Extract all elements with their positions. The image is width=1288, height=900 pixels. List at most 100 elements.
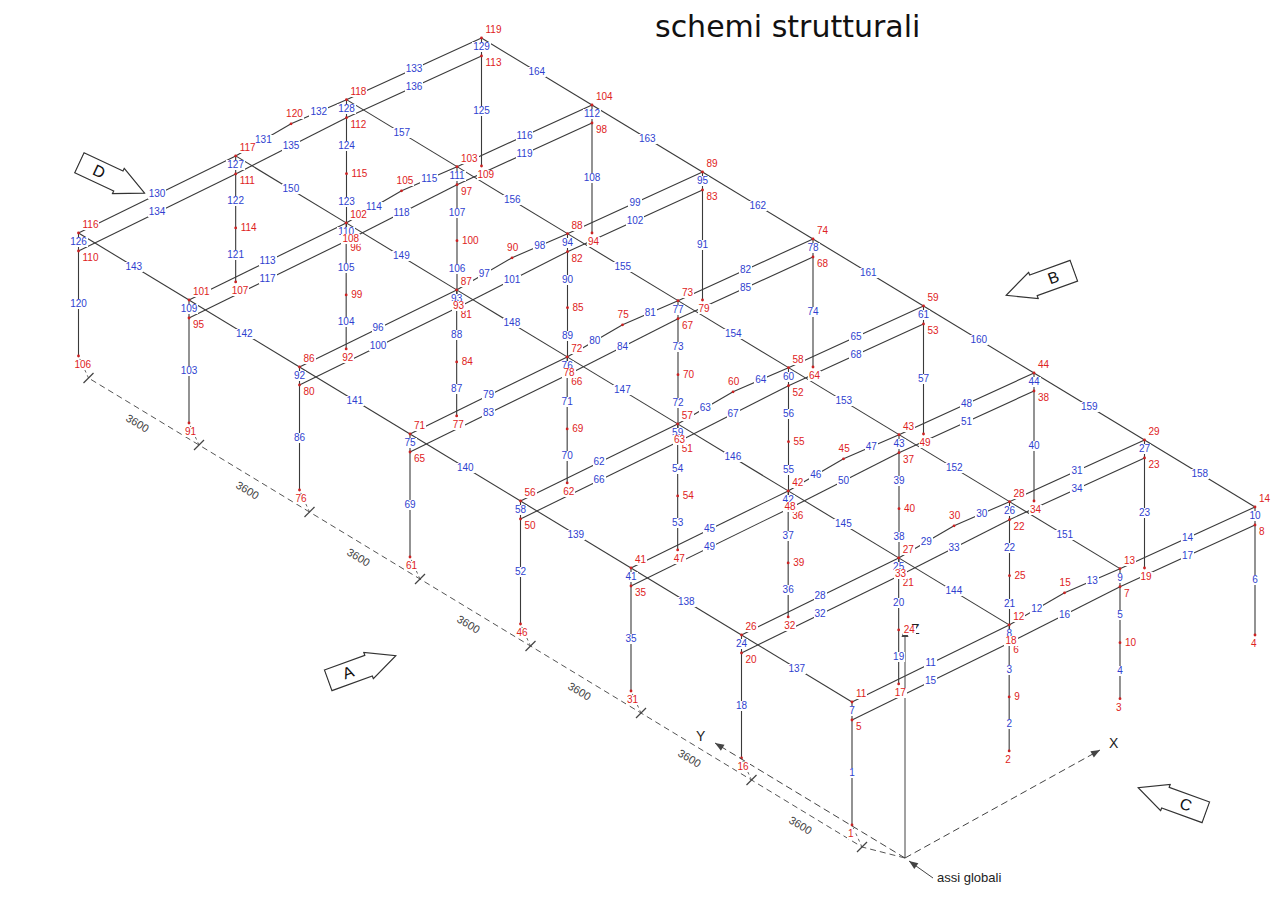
view-letter: B: [1030, 260, 1078, 295]
node-number: 119: [485, 25, 503, 35]
node-number: 9: [1013, 692, 1021, 702]
frame-member: [567, 325, 622, 357]
element-number: 157: [392, 128, 411, 138]
node-number: 47: [673, 554, 686, 564]
element-number: 107: [448, 208, 467, 218]
dimension-label: 3600: [454, 613, 482, 636]
element-number: 98: [533, 241, 546, 251]
dimension-line: [89, 378, 906, 858]
node-number: 66: [570, 377, 583, 387]
joint-dot: [188, 299, 191, 302]
y-axis: [715, 743, 905, 858]
node-number: 23: [1148, 460, 1161, 470]
joint-dot: [566, 482, 569, 485]
element-number: 36: [782, 585, 795, 595]
frame-member: [1009, 593, 1064, 625]
element-number: 88: [450, 330, 463, 340]
joint-dot: [812, 256, 815, 259]
node-number: 68: [816, 259, 829, 269]
joint-dot: [676, 495, 679, 498]
frame-member: [236, 156, 347, 223]
frame-member: [1120, 507, 1255, 569]
joint-dot: [1143, 439, 1146, 442]
leader-line: [909, 861, 933, 878]
element-number: 9: [1116, 573, 1124, 583]
x-axis: [905, 750, 1100, 858]
frame-member: [678, 239, 813, 301]
joint-dot: [812, 238, 815, 241]
node-number: 4: [1250, 639, 1258, 649]
frame-member: [521, 501, 632, 568]
node-number: 36: [791, 511, 804, 521]
marker-shape: [73, 150, 150, 206]
element-number: 39: [892, 476, 905, 486]
node-number: 69: [571, 424, 584, 434]
node-number: 15: [1059, 578, 1072, 588]
node-number: 53: [927, 326, 940, 336]
node-number: 116: [82, 220, 100, 230]
element-number: 24: [735, 639, 748, 649]
element-number: 136: [405, 82, 424, 92]
joint-dot: [455, 415, 458, 418]
node-number: 86: [303, 354, 316, 364]
joint-dot: [1008, 624, 1011, 627]
joint-dot: [630, 690, 633, 693]
element-number: 28: [814, 591, 827, 601]
joint-dot: [345, 222, 348, 225]
joint-dot: [1008, 750, 1011, 753]
element-number: 54: [671, 464, 684, 474]
joint-dot: [188, 317, 191, 320]
node-number: 111: [239, 176, 256, 186]
dimension-tick: [526, 641, 536, 651]
element-number: 52: [514, 567, 527, 577]
element-number: 159: [1080, 402, 1099, 412]
element-number: 111: [448, 171, 465, 181]
frame-member: [678, 392, 733, 424]
frame-member: [410, 434, 521, 501]
joint-dot: [345, 98, 348, 101]
node-number: 79: [698, 304, 711, 314]
node-number: 73: [681, 288, 694, 298]
joint-dot: [787, 366, 790, 369]
joint-dot: [77, 250, 80, 253]
node-number: 97: [460, 187, 473, 197]
joint-dot: [1008, 518, 1011, 521]
element-number: 92: [293, 371, 306, 381]
joint-dot: [455, 361, 458, 364]
element-number: 153: [834, 396, 853, 406]
frame-member: [899, 526, 954, 558]
view-letter: C: [1162, 787, 1210, 822]
frame-member: [300, 367, 411, 434]
frame-member: [1009, 587, 1120, 643]
frame-member: [899, 558, 1010, 625]
element-number: 133: [405, 64, 424, 74]
element-number: 15: [924, 676, 937, 686]
element-number: 164: [527, 67, 546, 77]
frame-member: [788, 324, 923, 386]
element-number: 3: [1005, 665, 1013, 675]
joint-dot: [234, 155, 237, 158]
element-number: 20: [892, 598, 905, 608]
node-number: 17: [894, 688, 907, 698]
dimension-tick: [747, 775, 757, 785]
frame-member: [631, 568, 742, 635]
frame-member: [346, 100, 457, 167]
joint-dot: [456, 239, 459, 242]
joint-dot: [566, 428, 569, 431]
frame-member: [457, 167, 568, 234]
element-number: 21: [1003, 599, 1016, 609]
arrow-head: [909, 861, 918, 869]
node-number: 109: [477, 170, 496, 180]
element-number: 29: [920, 537, 933, 547]
node-number: 5: [855, 722, 863, 732]
frame-member: [1009, 440, 1144, 502]
element-number: 64: [754, 375, 767, 385]
element-number: 18: [735, 701, 748, 711]
frame-member: [788, 459, 843, 491]
element-number: 131: [254, 135, 273, 145]
element-number: 144: [945, 586, 964, 596]
node-number: 61: [405, 561, 418, 571]
element-number: 63: [699, 403, 712, 413]
marker-shape: [323, 643, 400, 694]
frame-member: [346, 38, 481, 100]
